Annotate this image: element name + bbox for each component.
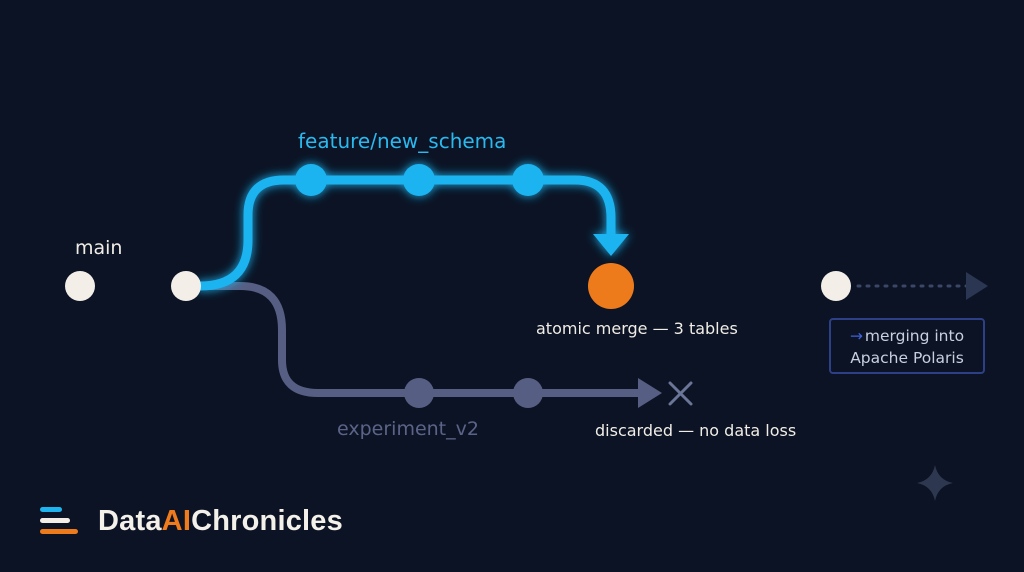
experiment-commit-2 <box>513 378 543 408</box>
polaris-callout: →merging into Apache Polaris <box>829 318 985 374</box>
experiment-branch-label: experiment_v2 <box>337 418 479 440</box>
main-commit-branch-point <box>171 271 201 301</box>
merge-label: atomic merge — 3 tables <box>536 319 738 338</box>
callout-line-1: →merging into <box>849 327 965 345</box>
future-arrow-head <box>966 272 988 300</box>
main-branch-label: main <box>75 237 123 259</box>
callout-line-2: Apache Polaris <box>850 349 964 367</box>
main-commit-head <box>821 271 851 301</box>
experiment-branch-line <box>196 282 644 397</box>
brand-wordmark: DataAIChronicles <box>98 504 343 537</box>
main-commit-start <box>65 271 95 301</box>
feature-branch-line <box>195 175 616 291</box>
feature-branch-label: feature/new_schema <box>298 129 507 153</box>
feature-commit-2 <box>403 164 435 196</box>
brand-logo: DataAIChronicles <box>40 503 343 539</box>
merge-arrow-head <box>593 234 629 256</box>
experiment-arrow-head <box>638 378 662 408</box>
feature-commit-1 <box>295 164 327 196</box>
brand-bars-icon <box>40 507 78 534</box>
sparkle-icon <box>917 465 953 501</box>
x-icon <box>668 381 693 406</box>
arrow-right-icon: → <box>849 327 863 345</box>
discard-label: discarded — no data loss <box>595 421 797 440</box>
feature-commit-3 <box>512 164 544 196</box>
merge-commit <box>588 263 634 309</box>
experiment-commit-1 <box>404 378 434 408</box>
